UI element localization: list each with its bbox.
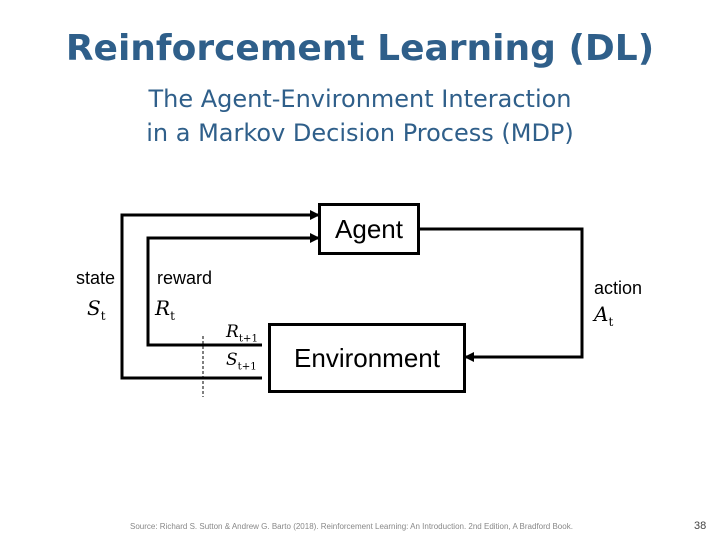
next-state-symbol: St+1	[226, 350, 257, 372]
action-label: action	[594, 278, 643, 298]
state-symbol: St	[87, 296, 106, 323]
environment-box: Environment	[268, 323, 466, 393]
slide-title: Reinforcement Learning (DL)	[65, 28, 655, 69]
next-reward-symbol: Rt+1	[226, 322, 258, 344]
reward-symbol: Rt	[155, 296, 175, 323]
state-feedback-line	[120, 210, 320, 380]
reward-symbol-letter: R	[155, 296, 171, 320]
slide-subtitle: The Agent-Environment Interaction in a M…	[0, 82, 720, 150]
action-symbol-subscript: t	[608, 315, 614, 329]
agent-label: Agent	[335, 213, 403, 244]
reward-symbol-subscript: t	[170, 309, 175, 323]
action-symbol-letter: A	[594, 302, 609, 326]
reward-label: reward	[157, 268, 213, 288]
environment-label: Environment	[294, 342, 440, 373]
action-line	[420, 227, 584, 362]
state-symbol-subscript: t	[100, 309, 106, 323]
reward-feedback-line	[146, 233, 320, 347]
state-symbol-letter: S	[87, 296, 101, 320]
next-state-symbol-letter: S	[226, 350, 238, 370]
subtitle-line-1: The Agent-Environment Interaction	[148, 85, 572, 113]
page-number: 38	[694, 520, 707, 532]
next-reward-symbol-letter: R	[226, 322, 239, 342]
state-label: state	[76, 268, 116, 288]
next-state-symbol-subscript: t+1	[237, 361, 257, 373]
subtitle-line-2: in a Markov Decision Process (MDP)	[146, 119, 574, 147]
agent-box: Agent	[318, 203, 420, 255]
next-reward-symbol-subscript: t+1	[238, 333, 258, 345]
source-citation: Source: Richard S. Sutton & Andrew G. Ba…	[130, 522, 573, 531]
action-symbol: At	[594, 302, 613, 329]
